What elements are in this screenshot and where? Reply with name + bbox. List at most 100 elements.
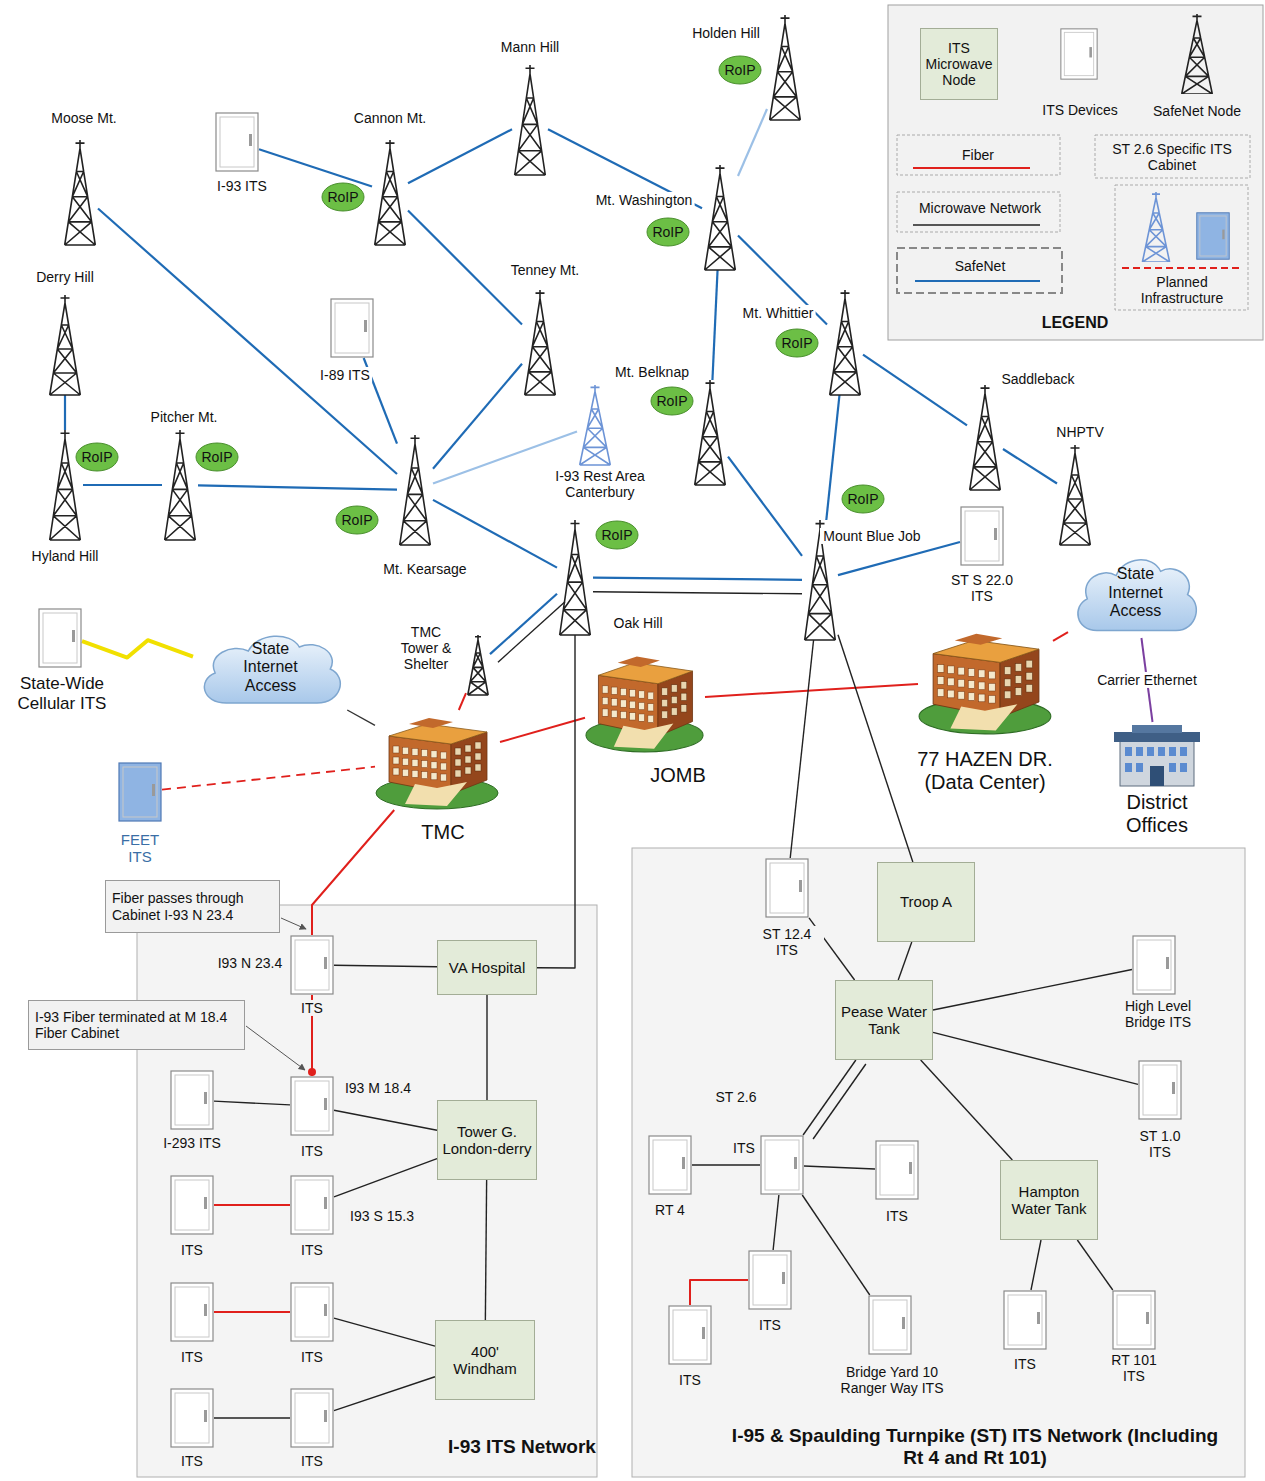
node-label: Moose Mt.	[49, 110, 118, 126]
its-cabinet-icon	[330, 298, 374, 358]
its-cabinet-icon	[960, 506, 1004, 566]
safenet-tower-icon	[62, 140, 98, 245]
roip-badge: RoIP	[775, 328, 819, 358]
safenet-tower: TMC Tower & Shelter	[466, 635, 490, 695]
planned-cabinet-icon	[118, 762, 162, 822]
its-cabinet-icon	[1138, 1060, 1182, 1120]
safenet-tower-icon	[512, 65, 548, 175]
roip-badge: RoIP	[321, 182, 365, 212]
network-link	[813, 1064, 866, 1139]
node-label: FEET ITS	[113, 831, 167, 866]
its-cabinet: I93 M 18.4ITS	[290, 1076, 334, 1136]
roip-badge: RoIP	[595, 520, 639, 550]
network-link	[933, 1032, 1138, 1084]
building-icon	[918, 625, 1053, 735]
node-label: ITS	[179, 1349, 205, 1365]
its-cabinet: High Level Bridge ITS	[1132, 935, 1176, 995]
network-panel: I-95 & Spaulding Turnpike (ST) ITS Netwo…	[632, 848, 1245, 1477]
safenet-tower-icon	[967, 385, 1003, 490]
node-label: ST 2.6	[714, 1089, 759, 1105]
legend-text: SafeNet Node	[1151, 103, 1243, 119]
node-label: ITS	[179, 1242, 205, 1258]
node-label: I93 S 15.3	[348, 1208, 416, 1224]
network-link	[500, 718, 585, 742]
network-link	[933, 969, 1132, 1010]
network-panel: I-93 ITS NetworkI93 N 23.4ITSVA Hospital…	[137, 905, 597, 1477]
microwave-node: Tower G. London-derry	[437, 1100, 537, 1180]
its-cabinet: ITS	[290, 1282, 334, 1342]
node-label: RoIP	[652, 224, 683, 240]
node-label: 400' Windham	[440, 1343, 530, 1378]
node-label: ITS	[299, 1453, 325, 1469]
its-cabinet: ST 12.4 ITS	[765, 858, 809, 918]
node-label: RoIP	[327, 189, 358, 205]
network-link	[802, 1195, 870, 1295]
its-cabinet-icon	[760, 1135, 804, 1195]
safenet-tower: Mann Hill	[512, 65, 548, 175]
its-cabinet: State-Wide Cellular ITS	[38, 608, 82, 668]
leader-line	[281, 918, 306, 929]
panel-title: I-93 ITS Network	[445, 1436, 599, 1458]
network-link	[334, 1318, 435, 1346]
network-link	[790, 640, 813, 858]
network-link	[898, 942, 912, 980]
node-label: RT 4	[653, 1202, 687, 1218]
node-label: ST 1.0 ITS	[1128, 1128, 1192, 1160]
network-link	[214, 1311, 290, 1313]
its-cabinet-icon	[170, 1282, 214, 1342]
its-cabinet: ITS	[668, 1305, 712, 1365]
roip-badge: RoIP	[841, 484, 885, 514]
its-cabinet: ITS	[290, 1388, 334, 1448]
its-cabinet-icon	[290, 935, 334, 995]
legend-frame	[897, 248, 1062, 293]
fiber-end-dot	[308, 1068, 316, 1076]
network-link	[690, 1280, 748, 1305]
safenet-tower: Mt. Whittier	[827, 290, 863, 395]
network-link	[214, 1417, 290, 1418]
its-cabinet-sample	[1061, 29, 1097, 79]
network-link	[98, 208, 397, 474]
node-label: Mt. Washington	[594, 192, 695, 208]
node-label: RT 101 ITS	[1097, 1352, 1171, 1384]
its-cabinet: I-93 ITS	[215, 112, 259, 172]
node-label: Hyland Hill	[30, 548, 101, 564]
network-link	[1077, 1240, 1112, 1290]
safenet-tower: Cannon Mt.	[372, 140, 408, 245]
node-label: Oak Hill	[611, 615, 664, 631]
planned-cabinet: FEET ITS	[118, 762, 162, 822]
network-link	[214, 1204, 290, 1206]
network-link	[485, 1180, 486, 1320]
network-link	[1141, 638, 1152, 722]
node-label: Tower G. London-derry	[442, 1123, 532, 1158]
its-cabinet-icon	[648, 1135, 692, 1195]
node-label: I-89 ITS	[318, 367, 372, 383]
its-cabinet: I-89 ITS	[330, 298, 374, 358]
safenet-tower: Mt. Kearsage	[397, 435, 433, 545]
safenet-tower: Derry Hill	[47, 295, 83, 395]
callout-box: Fiber passes through Cabinet I-93 N 23.4	[105, 880, 280, 933]
node-label: ITS	[677, 1372, 703, 1388]
node-label: Pitcher Mt.	[149, 409, 220, 425]
its-cabinet: ITS	[170, 1388, 214, 1448]
safenet-tower: Hyland Hill	[47, 430, 83, 540]
planned-tower: I-93 Rest Area Canterbury	[577, 385, 613, 465]
node-label: RoIP	[341, 512, 372, 528]
safenet-tower: Mount Blue Job	[802, 520, 838, 640]
legend-line	[913, 224, 1040, 225]
planned-tower-sample	[1142, 192, 1169, 262]
internet-cloud: State Internet Access	[1068, 548, 1203, 638]
its-cabinet: I-293 ITS	[170, 1070, 214, 1130]
its-cabinet: ST S 22.0 ITS	[960, 506, 1004, 566]
node-label: RoIP	[601, 527, 632, 543]
panel-fill	[632, 848, 1245, 1477]
network-link	[1053, 632, 1068, 641]
network-link	[214, 1101, 290, 1105]
internet-cloud: State Internet Access	[193, 625, 348, 710]
safenet-tower-icon	[466, 635, 490, 695]
its-cabinet-icon	[290, 1388, 334, 1448]
safenet-tower: Moose Mt.	[62, 140, 98, 245]
node-label: Bridge Yard 10 Ranger Way ITS	[835, 1364, 949, 1396]
its-cabinet: ST 2.6ITS	[760, 1135, 804, 1195]
microwave-node: VA Hospital	[437, 940, 537, 995]
node-label: State-Wide Cellular ITS	[0, 674, 129, 713]
